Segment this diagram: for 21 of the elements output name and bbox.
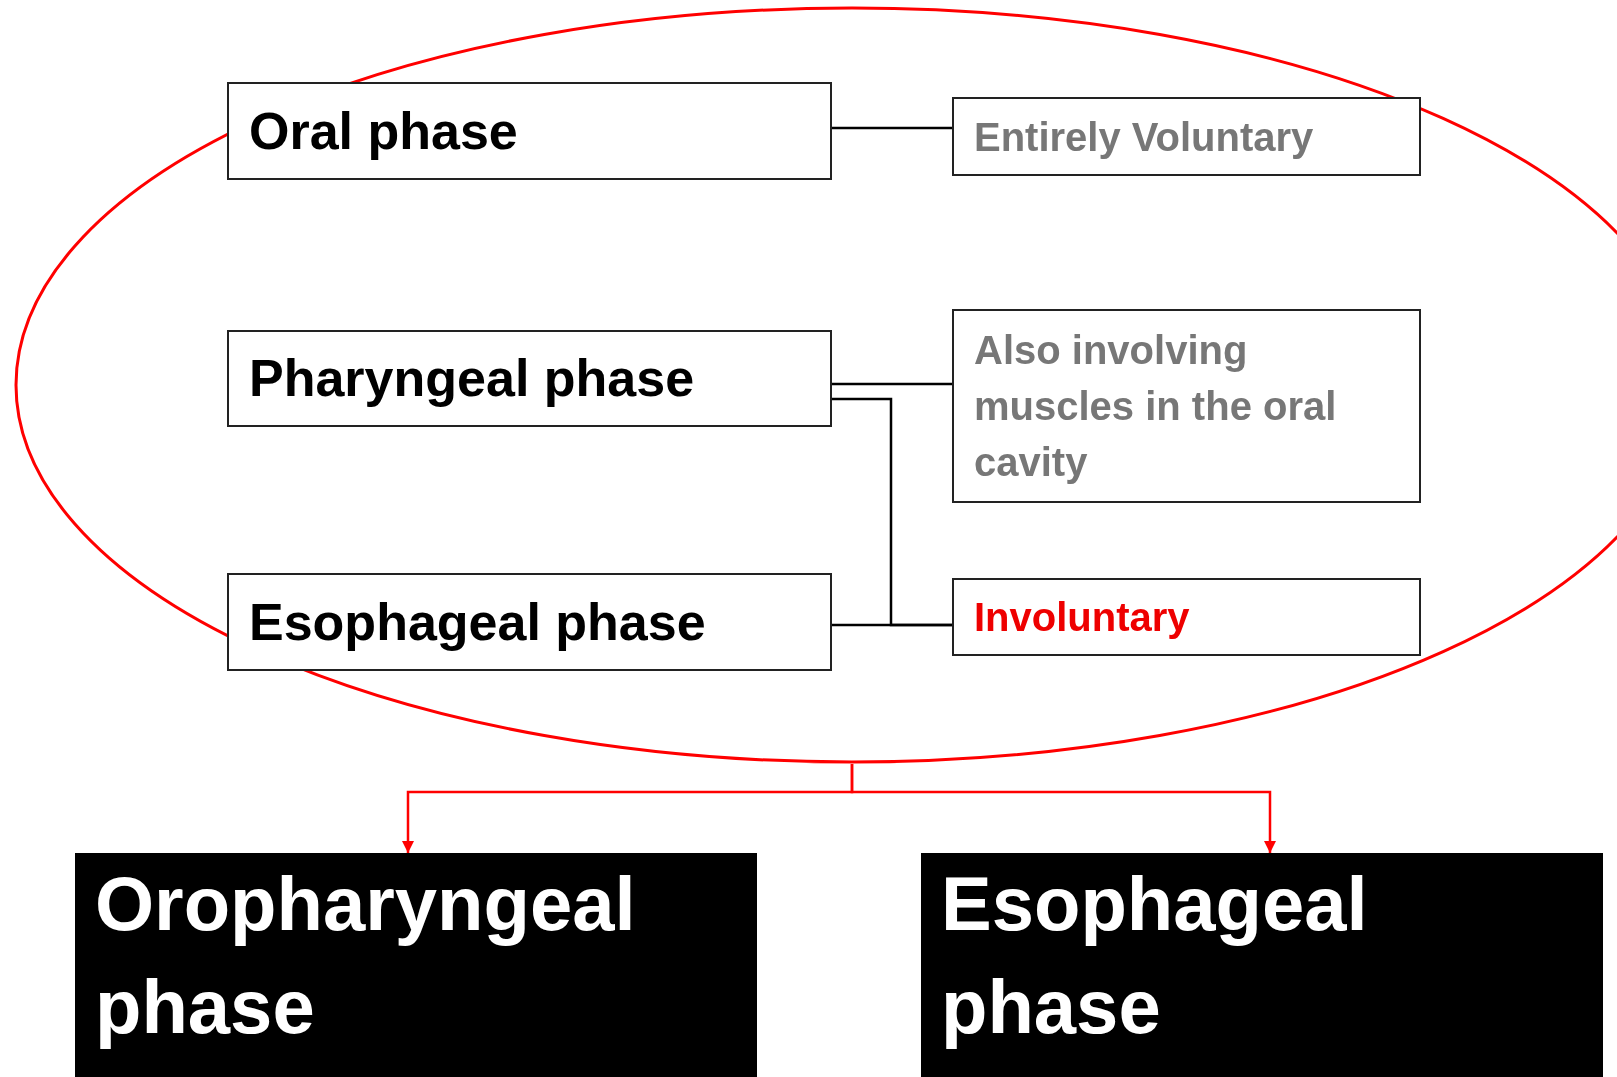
phase-box xyxy=(75,853,757,1077)
phase-box xyxy=(227,330,832,427)
phase-label: Oropharyngeal phase xyxy=(95,860,637,1051)
description-box xyxy=(952,309,1421,503)
phase-label: Esophageal phase xyxy=(941,860,1369,1051)
phase-label: Pharyngeal phase xyxy=(249,348,696,410)
phase-label: Also involving muscles in the oral cavity xyxy=(974,327,1338,486)
phase-box xyxy=(921,853,1603,1077)
phase-label: Oral phase xyxy=(249,100,519,162)
phase-label: Involuntary xyxy=(974,594,1191,641)
description-box xyxy=(952,578,1421,656)
connector-line xyxy=(832,126,952,130)
ellipse-outline xyxy=(14,6,1617,764)
connector-line xyxy=(832,382,952,386)
phase-box xyxy=(227,82,832,180)
phase-label: Esophageal phase xyxy=(249,591,707,653)
phase-box xyxy=(227,573,832,671)
arrow xyxy=(850,764,1277,853)
phase-label: Entirely Voluntary xyxy=(974,113,1315,161)
connector-line xyxy=(832,623,952,627)
description-box xyxy=(952,97,1421,176)
